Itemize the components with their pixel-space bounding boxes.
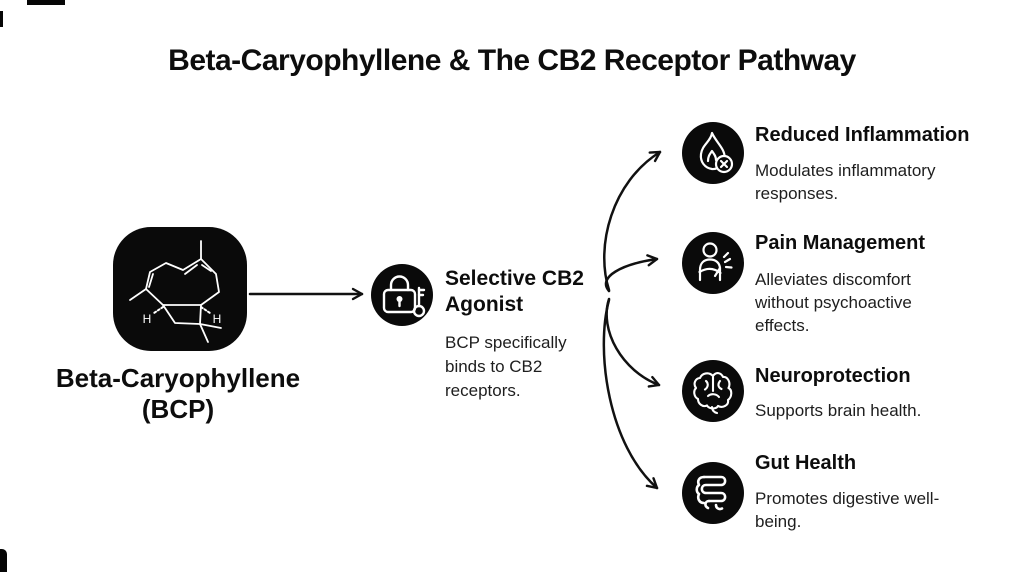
neuroprotection-node bbox=[682, 360, 744, 422]
cb2-agonist-heading: Selective CB2 Agonist bbox=[445, 267, 584, 316]
outcome-desc-neuroprotection: Supports brain health. bbox=[755, 401, 922, 420]
gut-health-node bbox=[682, 462, 744, 524]
bcp-label: Beta-Caryophyllene (BCP) bbox=[23, 363, 333, 425]
artifact-mark-top-left bbox=[27, 0, 65, 5]
bcp-label-line2: (BCP) bbox=[141, 394, 215, 424]
outcome-title-pain-management: Pain Management bbox=[755, 232, 926, 254]
artifact-mark-left-edge bbox=[0, 11, 3, 27]
outcome-desc-pain-management: Alleviates discomfort without psychoacti… bbox=[755, 270, 912, 335]
lock-and-key-icon bbox=[382, 275, 426, 318]
cb2-agonist-description: BCP specifically binds to CB2 receptors. bbox=[445, 333, 567, 400]
cb2-agonist-node bbox=[371, 264, 433, 326]
outcome-title-gut-health: Gut Health bbox=[755, 452, 857, 474]
outcome-title-reduced-inflammation: Reduced Inflammation bbox=[755, 124, 970, 146]
flame-extinguish-icon bbox=[699, 131, 734, 174]
bcp-molecule-node: H H bbox=[113, 227, 247, 351]
outcome-title-neuroprotection: Neuroprotection bbox=[755, 365, 911, 387]
brain-icon bbox=[693, 372, 733, 415]
intestine-icon bbox=[695, 475, 727, 511]
stereo-h-left: H bbox=[143, 312, 152, 326]
page-title: Beta-Caryophyllene & The CB2 Receptor Pa… bbox=[168, 44, 856, 77]
reduced-inflammation-node bbox=[682, 122, 744, 184]
outcome-desc-gut-health: Promotes digestive well-being. bbox=[755, 489, 940, 531]
pain-management-node bbox=[682, 232, 744, 294]
arrow-to-gut-health bbox=[602, 298, 659, 490]
artifact-mark-bottom-left bbox=[0, 549, 7, 572]
bcp-molecule-icon: H H bbox=[129, 240, 222, 343]
person-pain-icon bbox=[698, 242, 733, 282]
outcome-desc-reduced-inflammation: Modulates inflammatory responses. bbox=[755, 161, 936, 203]
bcp-label-line1: Beta-Caryophyllene bbox=[55, 363, 301, 393]
stereo-h-right: H bbox=[213, 312, 222, 326]
